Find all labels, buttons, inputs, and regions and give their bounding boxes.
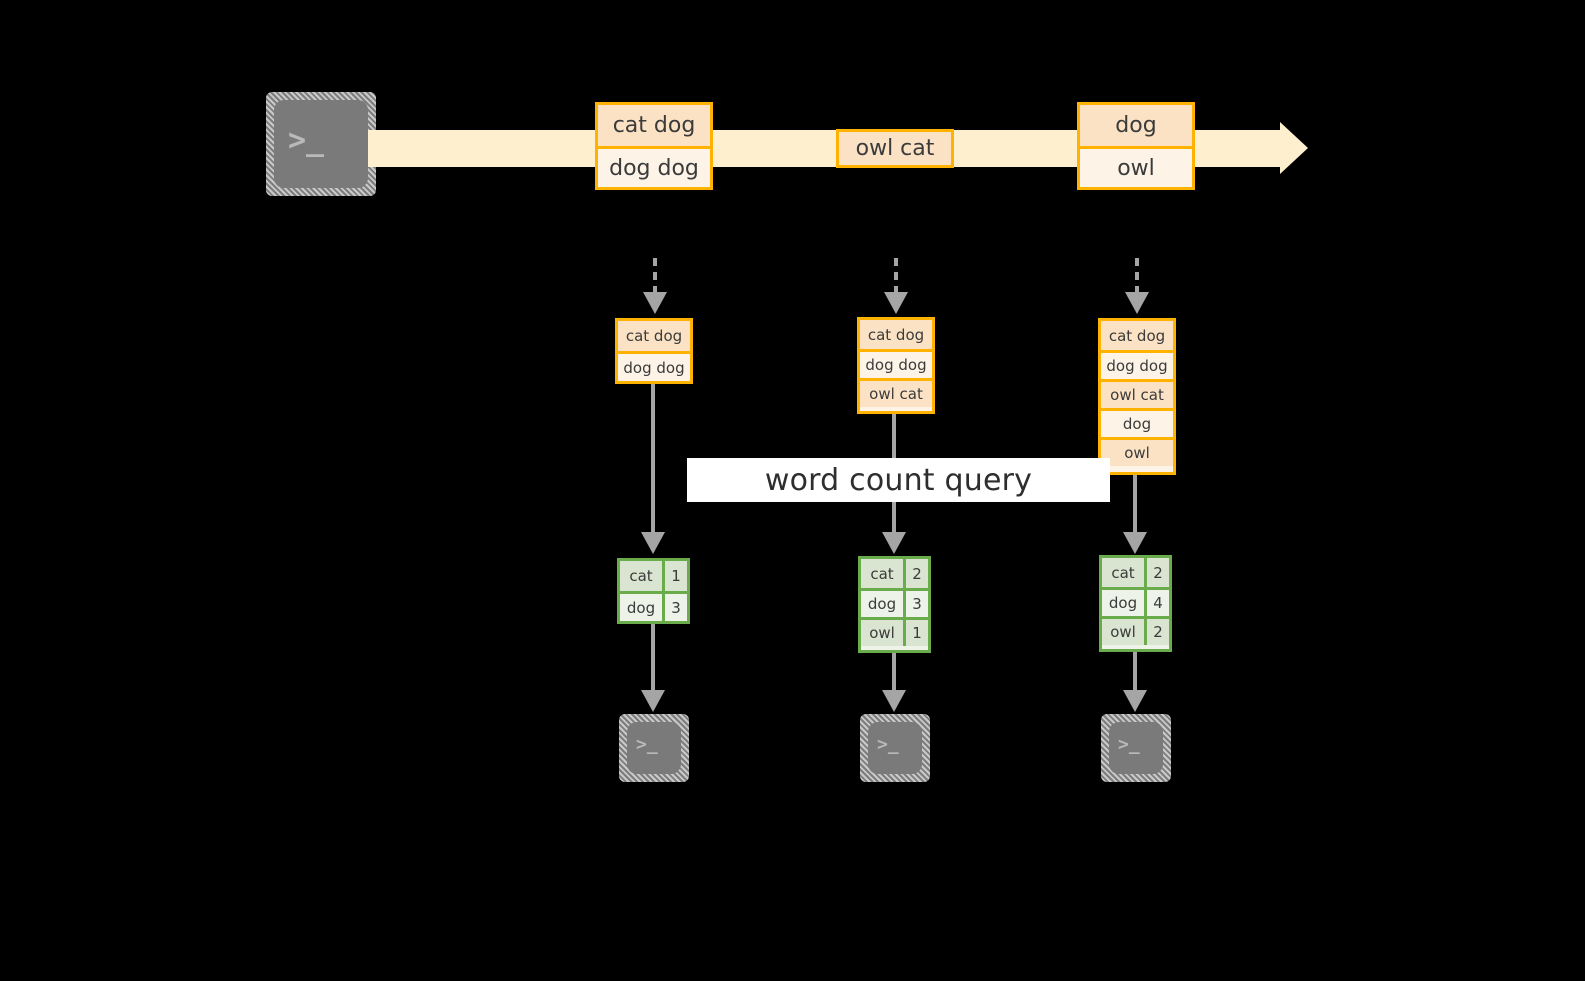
sink-terminal-icon-3: >_ (1101, 714, 1171, 782)
input-row: owl cat (1101, 379, 1173, 408)
sink-arrow-line-2 (892, 653, 896, 692)
result-word: dog (861, 591, 906, 617)
result-word: cat (1102, 558, 1147, 587)
input-row: cat dog (1101, 321, 1173, 350)
sink-terminal-icon-2: >_ (860, 714, 930, 782)
trigger-arrow-head-1 (643, 292, 667, 314)
result-word: owl (1102, 619, 1147, 645)
stream-record-3: dog owl (1077, 102, 1195, 190)
input-table-2: cat dog dog dog owl cat (857, 317, 935, 414)
terminal-screen: >_ (1109, 722, 1163, 774)
result-count: 1 (906, 620, 928, 646)
result-row: owl 1 (861, 617, 928, 646)
terminal-screen: >_ (627, 722, 681, 774)
trigger-arrow-line-3 (1135, 258, 1139, 294)
result-count: 2 (1147, 619, 1169, 645)
result-row: owl 2 (1102, 616, 1169, 645)
result-word: cat (861, 559, 906, 588)
stream-arrowhead (1280, 122, 1308, 174)
input-row: owl (1101, 437, 1173, 466)
terminal-prompt-text: >_ (288, 123, 325, 158)
trigger-arrow-line-1 (653, 258, 657, 294)
input-row: dog dog (860, 349, 932, 378)
result-table-1: cat 1 dog 3 (617, 558, 690, 624)
terminal-prompt-text: >_ (636, 734, 658, 755)
sink-arrow-head-2 (882, 690, 906, 712)
result-word: dog (1102, 590, 1147, 616)
query-label: word count query (687, 458, 1110, 502)
terminal-screen: >_ (274, 100, 368, 188)
sink-terminal-icon-1: >_ (619, 714, 689, 782)
stream-record-1: cat dog dog dog (595, 102, 713, 190)
stream-record-line: owl cat (839, 132, 951, 165)
stream-record-line: owl (1080, 146, 1192, 187)
result-word: cat (620, 561, 665, 591)
trigger-arrow-line-2 (894, 258, 898, 294)
input-row: owl cat (860, 378, 932, 407)
stream-record-line: dog dog (598, 146, 710, 187)
result-row: cat 2 (1102, 558, 1169, 587)
stream-record-line: cat dog (598, 105, 710, 146)
result-table-2: cat 2 dog 3 owl 1 (858, 556, 931, 653)
query-arrow-line-1 (651, 384, 655, 534)
trigger-arrow-head-3 (1125, 292, 1149, 314)
terminal-screen: >_ (868, 722, 922, 774)
result-row: cat 1 (620, 561, 687, 591)
sink-arrow-line-3 (1133, 652, 1137, 692)
result-row: cat 2 (861, 559, 928, 588)
result-row: dog 4 (1102, 587, 1169, 616)
result-count: 1 (665, 561, 687, 591)
query-arrow-line-3 (1133, 475, 1137, 534)
input-row: dog dog (618, 351, 690, 381)
result-word: dog (620, 594, 665, 621)
result-table-3: cat 2 dog 4 owl 2 (1099, 555, 1172, 652)
query-arrow-head-3 (1123, 532, 1147, 554)
input-table-3: cat dog dog dog owl cat dog owl (1098, 318, 1176, 475)
result-count: 3 (665, 594, 687, 621)
result-row: dog 3 (861, 588, 928, 617)
trigger-arrow-head-2 (884, 292, 908, 314)
query-arrow-head-2 (882, 532, 906, 554)
input-row: cat dog (860, 320, 932, 349)
terminal-prompt-text: >_ (877, 734, 899, 755)
input-table-1: cat dog dog dog (615, 318, 693, 384)
stream-record-line: dog (1080, 105, 1192, 146)
sink-arrow-head-3 (1123, 690, 1147, 712)
result-count: 2 (906, 559, 928, 588)
sink-arrow-line-1 (651, 624, 655, 692)
stream-record-2: owl cat (836, 129, 954, 168)
result-row: dog 3 (620, 591, 687, 621)
input-row: dog (1101, 408, 1173, 437)
input-row: cat dog (618, 321, 690, 351)
sink-arrow-head-1 (641, 690, 665, 712)
terminal-prompt-text: >_ (1118, 734, 1140, 755)
result-count: 3 (906, 591, 928, 617)
result-word: owl (861, 620, 906, 646)
result-count: 4 (1147, 590, 1169, 616)
stream-source-terminal-icon: >_ (266, 92, 376, 196)
query-arrow-head-1 (641, 532, 665, 554)
result-count: 2 (1147, 558, 1169, 587)
input-row: dog dog (1101, 350, 1173, 379)
